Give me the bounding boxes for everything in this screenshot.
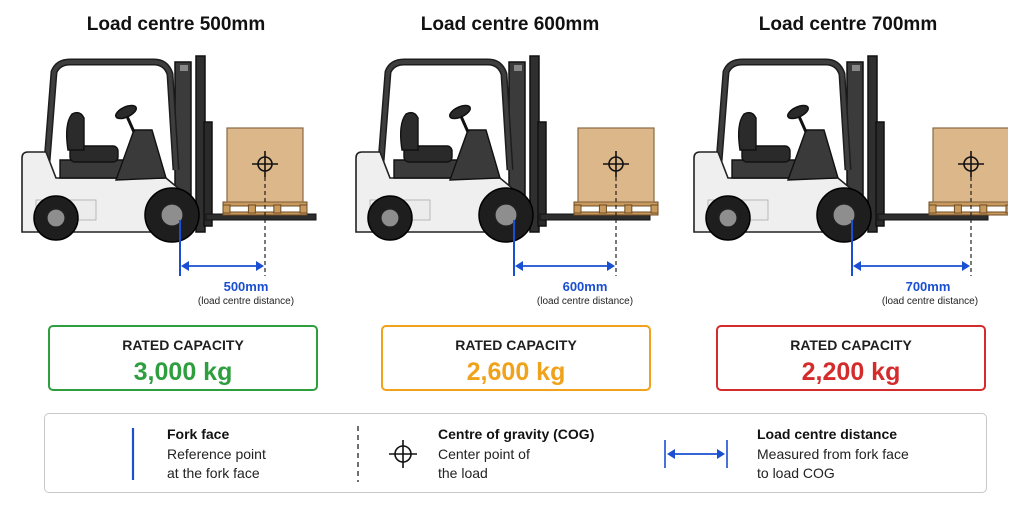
- dimension-arrow-right: [962, 261, 970, 271]
- distance-caption: (load centre distance): [197, 296, 295, 307]
- dimension-arrow-right: [256, 261, 264, 271]
- carriage: [537, 121, 547, 227]
- legend-cog-title: Centre of gravity (COG): [438, 426, 595, 442]
- seat-back: [737, 111, 757, 151]
- pallet-top: [928, 201, 1008, 207]
- panel-500: Load centre 500mm 500mm (load centre dis…: [16, 0, 336, 320]
- capacity-box-700: RATED CAPACITY 2,200 kg: [716, 325, 986, 391]
- seat-back: [399, 111, 419, 151]
- capacity-label: RATED CAPACITY: [455, 337, 577, 353]
- overhead-guard-highlight: [42, 60, 178, 201]
- overhead-guard-highlight: [714, 60, 850, 201]
- panel-title: Load centre 600mm: [420, 14, 600, 35]
- dimension-arrow-left: [853, 261, 861, 271]
- pallet-block: [1005, 204, 1008, 214]
- rear-hub: [380, 208, 400, 228]
- distance-caption: (load centre distance): [881, 296, 979, 307]
- mast-bracket: [852, 65, 860, 71]
- pallet-bottom: [928, 211, 1008, 216]
- pallet-block: [624, 204, 633, 214]
- front-hub: [160, 203, 184, 227]
- rear-hub: [46, 208, 66, 228]
- distance-value: 700mm: [905, 279, 951, 294]
- legend-distance-line1: Measured from fork face: [757, 446, 909, 462]
- legend-distance-title: Load centre distance: [757, 426, 898, 442]
- mast-bracket: [180, 65, 188, 71]
- forklift-illustration: [355, 55, 659, 276]
- dashboard: [448, 129, 501, 181]
- capacity-label: RATED CAPACITY: [790, 337, 912, 353]
- steering-wheel: [449, 104, 471, 120]
- pallet-block: [222, 204, 231, 214]
- pallet-block: [953, 204, 962, 214]
- pallet-block: [650, 204, 659, 214]
- front-hub: [832, 203, 856, 227]
- front-hub: [494, 203, 518, 227]
- dashboard: [786, 129, 839, 181]
- pallet-block: [598, 204, 607, 214]
- panel-700: Load centre 700mm 700mm (load centre dis…: [688, 0, 1008, 320]
- pallet-block: [299, 204, 308, 214]
- dimension-arrow-left: [181, 261, 189, 271]
- legend-fork-face-line1: Reference point: [167, 446, 266, 462]
- legend-fork-face-line2: at the fork face: [167, 465, 260, 481]
- distance-caption: (load centre distance): [536, 296, 634, 307]
- pallet-block: [928, 204, 937, 214]
- capacity-box-600: RATED CAPACITY 2,600 kg: [381, 325, 651, 391]
- vertical-line-icon: [131, 428, 135, 480]
- dashboard: [114, 129, 167, 181]
- panel-title: Load centre 500mm: [86, 14, 266, 35]
- capacity-label: RATED CAPACITY: [122, 337, 244, 353]
- seat-back: [65, 111, 85, 151]
- steering-wheel: [115, 104, 137, 120]
- capacity-box-500: RATED CAPACITY 3,000 kg: [48, 325, 318, 391]
- capacity-value: 3,000 kg: [133, 358, 233, 386]
- pallet-block: [979, 204, 988, 214]
- panel-600: Load centre 600mm 600mm (load centre dis…: [350, 0, 670, 320]
- carriage: [203, 121, 213, 227]
- forklift-illustration: [21, 55, 317, 276]
- mast-bracket: [514, 65, 522, 71]
- legend: Fork face Reference point at the fork fa…: [44, 413, 987, 493]
- legend-cog-line1: Center point of: [438, 446, 530, 462]
- forklift-illustration: [693, 55, 1008, 276]
- legend-cog-line2: the load: [438, 465, 488, 481]
- carriage: [875, 121, 885, 227]
- capacity-value: 2,200 kg: [801, 358, 901, 386]
- pallet-block: [247, 204, 256, 214]
- panel-title: Load centre 700mm: [758, 14, 938, 35]
- dashed-divider: [357, 426, 359, 482]
- double-arrow-icon: [664, 440, 728, 468]
- distance-value: 600mm: [562, 279, 608, 294]
- crosshair-icon: [389, 440, 417, 468]
- legend-fork-face-title: Fork face: [167, 426, 230, 442]
- legend-distance-line2: to load COG: [757, 465, 835, 481]
- rear-hub: [718, 208, 738, 228]
- overhead-guard-highlight: [376, 60, 512, 201]
- steering-wheel: [787, 104, 809, 120]
- distance-value: 500mm: [223, 279, 269, 294]
- pallet-block: [273, 204, 282, 214]
- pallet-block: [573, 204, 582, 214]
- capacity-value: 2,600 kg: [466, 358, 566, 386]
- dimension-arrow-left: [515, 261, 523, 271]
- dimension-arrow-right: [607, 261, 615, 271]
